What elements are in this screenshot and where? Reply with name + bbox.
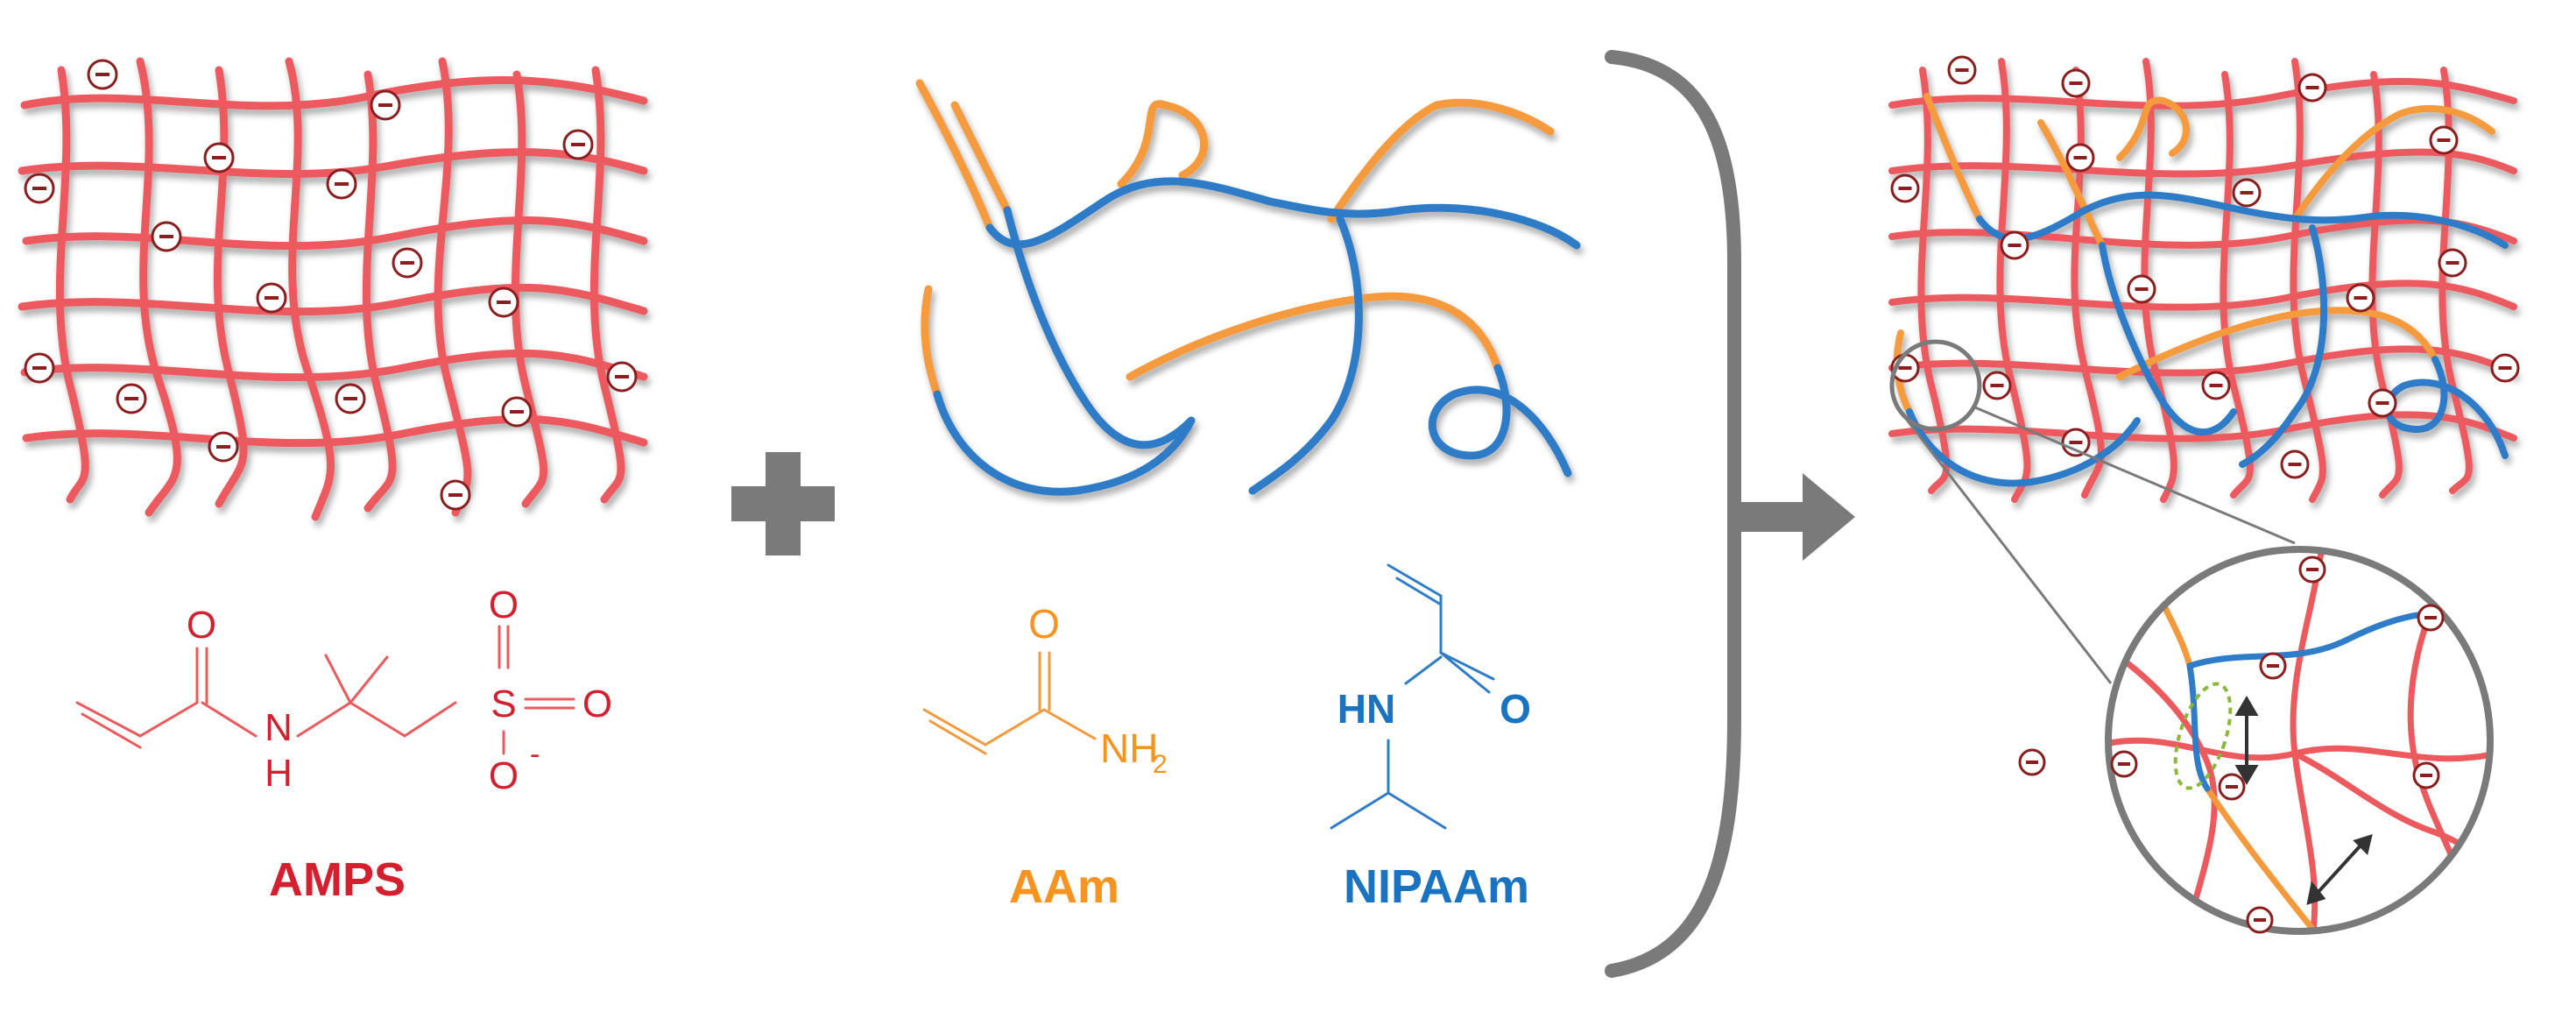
aam-label: AAm: [1009, 860, 1119, 913]
aam-amine: NH: [1100, 725, 1158, 771]
nipaam-structure: [1330, 563, 1495, 830]
negative-charge-icon: [87, 59, 118, 90]
negative-charge-icon: [606, 361, 638, 393]
negative-charge-icon: [2412, 761, 2440, 789]
negative-charge-icon: [2218, 773, 2246, 801]
negative-charge-icon: [2127, 274, 2156, 304]
amps-sulfonate-charge: -: [530, 738, 540, 771]
amps-sulfonate-oxygen: O: [489, 754, 519, 797]
negative-charge-icon: [2298, 555, 2326, 584]
aam-amine-subscript: 2: [1153, 750, 1168, 779]
hydrogen-bond-ellipse: [2173, 682, 2233, 790]
amps-structure: [75, 625, 575, 755]
ipn-charges: [1890, 55, 2520, 479]
amps-nitrogen: N: [265, 706, 293, 749]
negative-charge-icon: [24, 352, 55, 384]
negative-charge-icon: [2232, 178, 2262, 208]
nipaam-atoms: HN O: [1337, 686, 1531, 732]
plus-icon: [731, 452, 835, 555]
copolymer-chains: [915, 79, 1581, 496]
negative-charge-icon: [2280, 449, 2310, 479]
negative-charge-icon: [2417, 604, 2445, 632]
negative-charge-icon: [2201, 371, 2231, 400]
zoom-source-circle: [1889, 339, 1982, 432]
zoom-connector: [1899, 406, 2296, 684]
negative-charge-icon: [1947, 55, 1977, 85]
amps-sulfur: S: [490, 683, 516, 725]
negative-charge-icon: [24, 173, 55, 204]
negative-charge-icon: [2429, 125, 2459, 155]
negative-charge-icon: [2346, 283, 2375, 313]
negative-charge-icon: [2259, 652, 2287, 680]
negative-charge-icon: [2061, 428, 2091, 457]
negative-charge-icon: [335, 383, 366, 414]
aam-carbonyl-oxygen: O: [1028, 601, 1060, 647]
negative-charge-icon: [203, 142, 235, 173]
nipaam-amine: HN: [1337, 686, 1395, 732]
aam-atoms: O NH 2: [1028, 601, 1168, 779]
amps-sulfonyl-oxygen-right: O: [582, 683, 612, 725]
negative-charge-icon: [116, 383, 147, 414]
negative-charge-icon: [2065, 143, 2095, 173]
electrostatic-repulsion-arrows: [2234, 696, 2373, 905]
amps-label: AMPS: [269, 853, 406, 906]
nipaam-label: NIPAAm: [1344, 860, 1529, 913]
negative-charge-icon: [151, 221, 182, 252]
negative-charge-icon: [2438, 248, 2467, 278]
negative-charge-icon: [2368, 388, 2397, 418]
arrow-right-icon: [1739, 473, 1855, 561]
aam-structure: [922, 651, 1097, 755]
negative-charge-icon: [2490, 353, 2520, 383]
amps-atoms: O N H S O O O -: [187, 584, 612, 797]
amps-network: [18, 57, 648, 521]
amps-sulfonyl-oxygen-top: O: [489, 584, 519, 626]
bracket: [1605, 50, 1741, 978]
negative-charge-icon: [440, 479, 471, 511]
negative-charge-icon: [2110, 750, 2138, 778]
negative-charge-icon: [326, 168, 357, 200]
negative-charge-icon: [2246, 906, 2274, 934]
negative-charge-icon: [2000, 230, 2029, 260]
amps-carbonyl-oxygen: O: [187, 604, 216, 647]
zoom-circle-icon: [2105, 546, 2494, 935]
negative-charge-icon: [501, 396, 533, 428]
negative-charge-icon: [488, 287, 519, 318]
negative-charge-icon: [1982, 371, 2012, 400]
negative-charge-icon: [1890, 173, 1920, 203]
ipn-network: [1888, 58, 2517, 503]
negative-charge-icon: [392, 247, 423, 279]
amps-charges: [24, 59, 638, 511]
negative-charge-icon: [562, 129, 594, 160]
amps-hydrogen: H: [265, 752, 293, 795]
nipaam-carbonyl-oxygen: O: [1500, 686, 1531, 732]
negative-charge-icon: [2297, 73, 2327, 103]
negative-charge-icon: [208, 431, 239, 463]
negative-charge-icon: [2018, 748, 2046, 776]
zoom-charges: [2018, 555, 2445, 934]
negative-charge-icon: [370, 89, 401, 121]
negative-charge-icon: [2061, 68, 2091, 98]
negative-charge-icon: [256, 282, 287, 314]
